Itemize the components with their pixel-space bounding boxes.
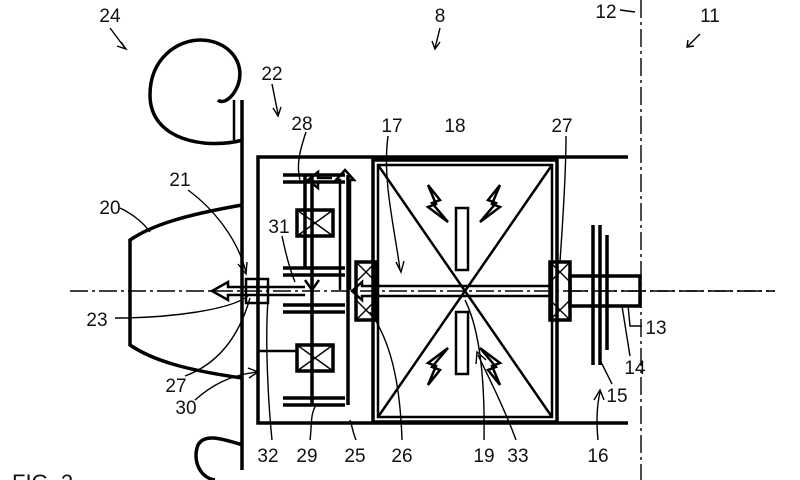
label-30: 30 bbox=[175, 398, 196, 419]
label-12: 12 bbox=[595, 2, 616, 23]
label-27-bottom: 27 bbox=[165, 376, 186, 397]
label-13: 13 bbox=[645, 318, 666, 339]
gear-train bbox=[258, 168, 357, 407]
label-22: 22 bbox=[261, 64, 282, 85]
label-17: 17 bbox=[381, 116, 402, 137]
flow-arrow-left bbox=[209, 279, 305, 303]
label-25: 25 bbox=[344, 446, 365, 467]
label-26: 26 bbox=[391, 446, 412, 467]
label-21: 21 bbox=[169, 170, 190, 191]
label-29: 29 bbox=[296, 446, 317, 467]
volute-top bbox=[148, 38, 244, 146]
label-27-top: 27 bbox=[551, 116, 572, 137]
disks-15-16 bbox=[591, 225, 609, 365]
volute-bottom bbox=[194, 436, 244, 480]
label-11: 11 bbox=[700, 6, 720, 27]
label-18: 18 bbox=[444, 116, 465, 137]
electric-motor-18 bbox=[371, 158, 559, 424]
label-8: 8 bbox=[435, 6, 446, 27]
figure-caption: FIG. 2 bbox=[12, 470, 73, 480]
label-33: 33 bbox=[507, 446, 528, 467]
compressor-wheel bbox=[128, 203, 243, 380]
label-31: 31 bbox=[268, 217, 289, 238]
label-24: 24 bbox=[99, 6, 121, 27]
label-14: 14 bbox=[624, 358, 646, 379]
label-15: 15 bbox=[606, 386, 627, 407]
label-20: 20 bbox=[99, 198, 120, 219]
leader-lines bbox=[109, 9, 701, 441]
label-19: 19 bbox=[473, 446, 494, 467]
bearing-27-left bbox=[350, 260, 380, 322]
label-16: 16 bbox=[587, 446, 608, 467]
label-32: 32 bbox=[257, 446, 278, 467]
label-23: 23 bbox=[86, 310, 107, 331]
label-28: 28 bbox=[291, 114, 312, 135]
